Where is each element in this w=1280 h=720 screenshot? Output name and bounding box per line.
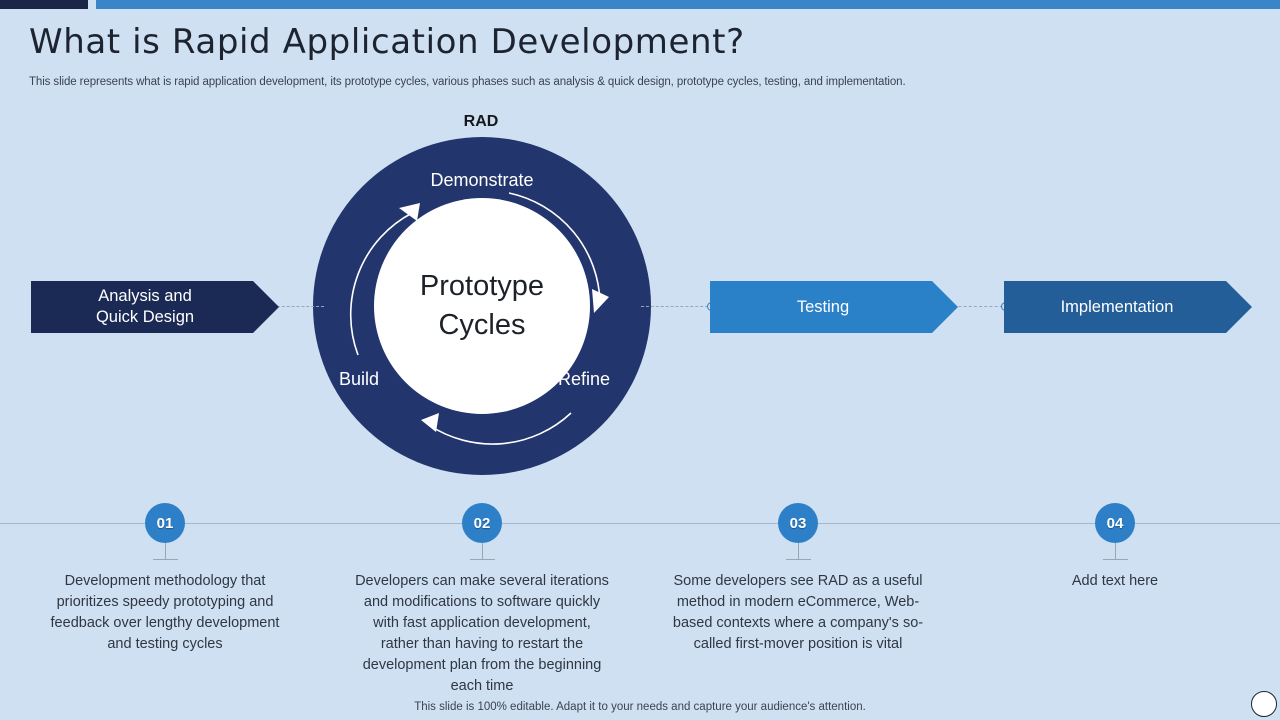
cycle-center-line-1: Prototype — [419, 270, 545, 303]
connector-cycle-to-testing — [641, 306, 713, 307]
phase-analysis-line-1: Analysis and — [98, 287, 192, 306]
phase-banner-implementation[interactable]: Implementation — [1004, 281, 1252, 333]
cycle-label-refine: Refine — [558, 369, 611, 389]
timeline-number-02: 02 — [473, 514, 491, 532]
timeline-axis — [0, 523, 1280, 524]
phase-implementation-label: Implementation — [1060, 297, 1174, 316]
timeline-item-02[interactable]: 02 Developers can make several iteration… — [354, 503, 610, 697]
page-title: What is Rapid Application Development? — [29, 22, 745, 62]
corner-circle-icon[interactable] — [1251, 691, 1277, 717]
timeline-text-01: Development methodology that prioritizes… — [50, 573, 280, 653]
top-accent-bar-navy — [0, 0, 88, 9]
footer-note: This slide is 100% editable. Adapt it to… — [414, 701, 866, 713]
timeline-number-01: 01 — [156, 514, 174, 532]
timeline-marker-04[interactable]: 04 — [1095, 503, 1135, 560]
phase-analysis-line-2: Quick Design — [95, 308, 195, 326]
phase-testing-label: Testing — [796, 297, 850, 316]
timeline-number-04: 04 — [1106, 514, 1124, 532]
cycle-center-label: Prototype Cycles — [374, 198, 590, 414]
cycle-label-demonstrate: Demonstrate — [430, 170, 534, 190]
timeline-stem-01 — [165, 543, 166, 560]
timeline-item-01[interactable]: 01 Development methodology that prioriti… — [37, 503, 293, 655]
page-subtitle: This slide represents what is rapid appl… — [29, 76, 906, 88]
timeline-text-03: Some developers see RAD as a useful meth… — [672, 573, 924, 653]
timeline-stem-foot-02 — [470, 559, 495, 560]
timeline-stem-foot-04 — [1103, 559, 1128, 560]
rad-cycle-diagram: Prototype Cycles Demonstrate Build Refin… — [313, 137, 651, 475]
timeline-number-03: 03 — [789, 514, 807, 532]
timeline-stem-03 — [798, 543, 799, 560]
timeline-marker-02[interactable]: 02 — [462, 503, 502, 560]
timeline-text-02: Developers can make several iterations a… — [355, 573, 609, 695]
timeline-stem-04 — [1115, 543, 1116, 560]
cycle-center-line-2: Cycles — [438, 309, 526, 341]
timeline-item-03[interactable]: 03 Some developers see RAD as a useful m… — [670, 503, 926, 655]
top-accent-bar-blue — [96, 0, 1280, 9]
cycle-label-build: Build — [339, 369, 380, 389]
timeline-marker-01[interactable]: 01 — [145, 503, 185, 560]
timeline-text-04: Add text here — [1071, 573, 1159, 589]
connector-testing-to-implementation — [948, 306, 1008, 307]
phase-banner-testing[interactable]: Testing — [710, 281, 958, 333]
rad-diagram-label: RAD — [463, 113, 499, 130]
timeline-marker-03[interactable]: 03 — [778, 503, 818, 560]
timeline-stem-02 — [482, 543, 483, 560]
connector-analysis-to-cycle — [272, 306, 324, 307]
timeline-stem-foot-03 — [786, 559, 811, 560]
timeline-item-04[interactable]: 04 Add text here — [987, 503, 1243, 592]
phase-banner-analysis[interactable]: Analysis and Quick Design — [31, 281, 279, 333]
timeline-stem-foot-01 — [153, 559, 178, 560]
